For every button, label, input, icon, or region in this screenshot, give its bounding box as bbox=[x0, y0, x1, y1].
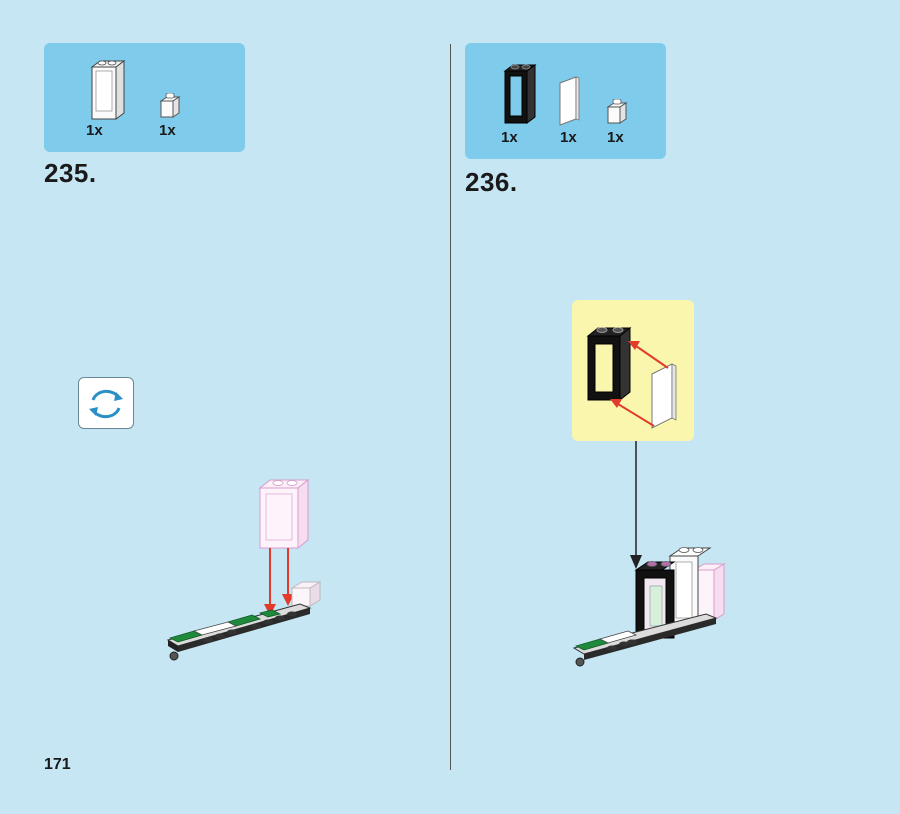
part-quantity: 1x bbox=[607, 129, 624, 146]
model-assembly-step-236 bbox=[572, 547, 726, 667]
step-number: 236. bbox=[465, 167, 518, 197]
sub-assembly-illustration bbox=[586, 326, 677, 429]
part-quantity: 1x bbox=[159, 122, 176, 139]
black-window-frame-icon bbox=[503, 64, 537, 124]
transparent-window-frame-icon bbox=[90, 60, 126, 120]
rotate-model-icon bbox=[89, 389, 123, 419]
page-number: 171 bbox=[44, 756, 71, 773]
parts-list-box-step-235: 1x 1x bbox=[44, 43, 245, 152]
window-glass-pane-icon bbox=[559, 76, 580, 126]
transparent-brick-1x1-icon bbox=[606, 99, 628, 124]
transparent-brick-1x1-icon bbox=[159, 93, 181, 118]
step-number: 235. bbox=[44, 158, 97, 188]
column-divider bbox=[450, 44, 451, 770]
parts-list-box-step-236: 1x 1x 1x bbox=[465, 43, 666, 159]
callout-pointer-arrow bbox=[630, 441, 642, 569]
rotate-indicator bbox=[78, 377, 134, 429]
part-quantity: 1x bbox=[560, 129, 577, 146]
sub-assembly-callout bbox=[572, 300, 694, 441]
part-quantity: 1x bbox=[501, 129, 518, 146]
transparent-window-frame bbox=[258, 478, 310, 550]
part-quantity: 1x bbox=[86, 122, 103, 139]
model-assembly-step-235 bbox=[166, 478, 322, 661]
